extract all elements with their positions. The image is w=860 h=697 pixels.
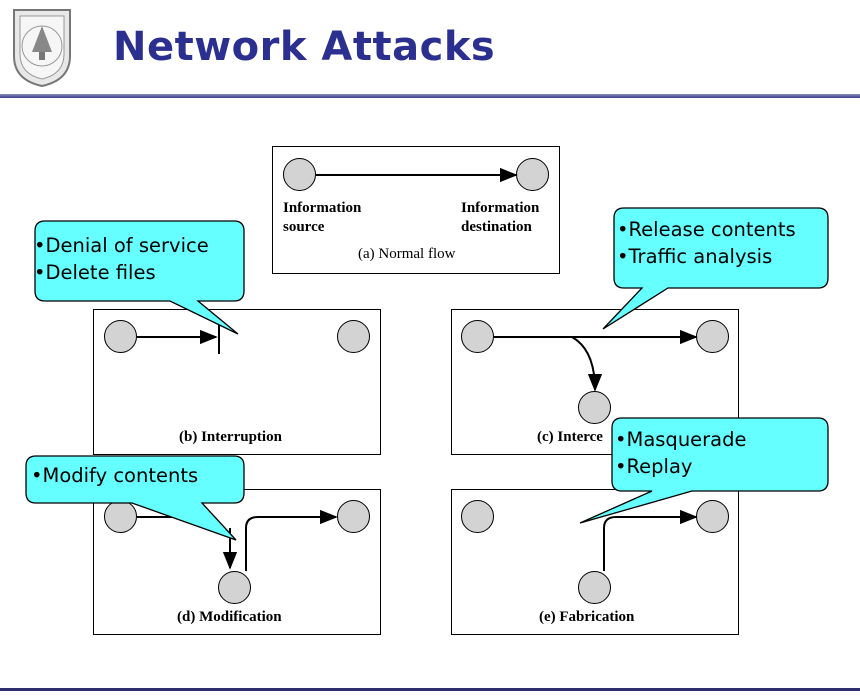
caption-fabrication: (e) Fabrication <box>539 609 635 625</box>
callout-modification-text: •Modify contents <box>31 462 198 489</box>
callout-item-masquerade: •Masquerade <box>615 428 747 451</box>
label-source-a: Information <box>283 200 362 216</box>
callout-interruption-text: •Denial of service •Delete files <box>34 232 209 286</box>
node-source-b <box>104 320 137 353</box>
footer-divider <box>0 688 860 691</box>
flow-arrow-e <box>603 509 698 571</box>
university-logo <box>13 9 71 88</box>
label-dest-a: Information <box>461 200 540 216</box>
callout-item-traffic-analysis: •Traffic analysis <box>617 245 773 268</box>
callout-fabrication-text: •Masquerade •Replay <box>615 426 747 480</box>
flow-arrow-d-out <box>245 509 338 571</box>
node-dest-a <box>516 158 549 191</box>
callout-interruption <box>34 220 245 335</box>
caption-modification: (d) Modification <box>177 609 282 625</box>
callout-interception-text: •Release contents •Traffic analysis <box>617 216 796 270</box>
node-source-a <box>283 158 316 191</box>
node-modifier-d <box>218 571 251 604</box>
callout-item-delete-files: •Delete files <box>34 261 156 284</box>
label-source-a-2: source <box>283 219 325 235</box>
panel-normal-flow <box>272 146 560 274</box>
label-dest-a-2: destination <box>461 219 532 235</box>
callout-item-replay: •Replay <box>615 455 693 478</box>
node-interceptor-c <box>578 391 611 424</box>
callout-item-modify-contents: •Modify contents <box>31 464 199 487</box>
slide-title: Network Attacks <box>113 24 496 70</box>
callout-fabrication <box>579 417 829 524</box>
node-fabricator-e <box>578 571 611 604</box>
caption-interception: (c) Interce <box>537 429 603 445</box>
node-dest-d <box>337 500 370 533</box>
callout-item-release-contents: •Release contents <box>617 218 796 241</box>
callout-modification <box>25 455 245 541</box>
caption-interruption: (b) Interruption <box>179 429 282 445</box>
node-source-d <box>104 500 137 533</box>
node-source-c <box>461 320 494 353</box>
caption-normal-flow: (a) Normal flow <box>358 246 456 262</box>
callout-item-denial-of-service: •Denial of service <box>34 234 209 257</box>
node-source-e <box>461 500 494 533</box>
title-divider <box>0 94 860 98</box>
node-dest-e <box>696 500 729 533</box>
intercept-arrow-c <box>571 336 603 392</box>
node-dest-c <box>696 320 729 353</box>
node-dest-b <box>337 320 370 353</box>
callout-interception <box>602 207 829 330</box>
